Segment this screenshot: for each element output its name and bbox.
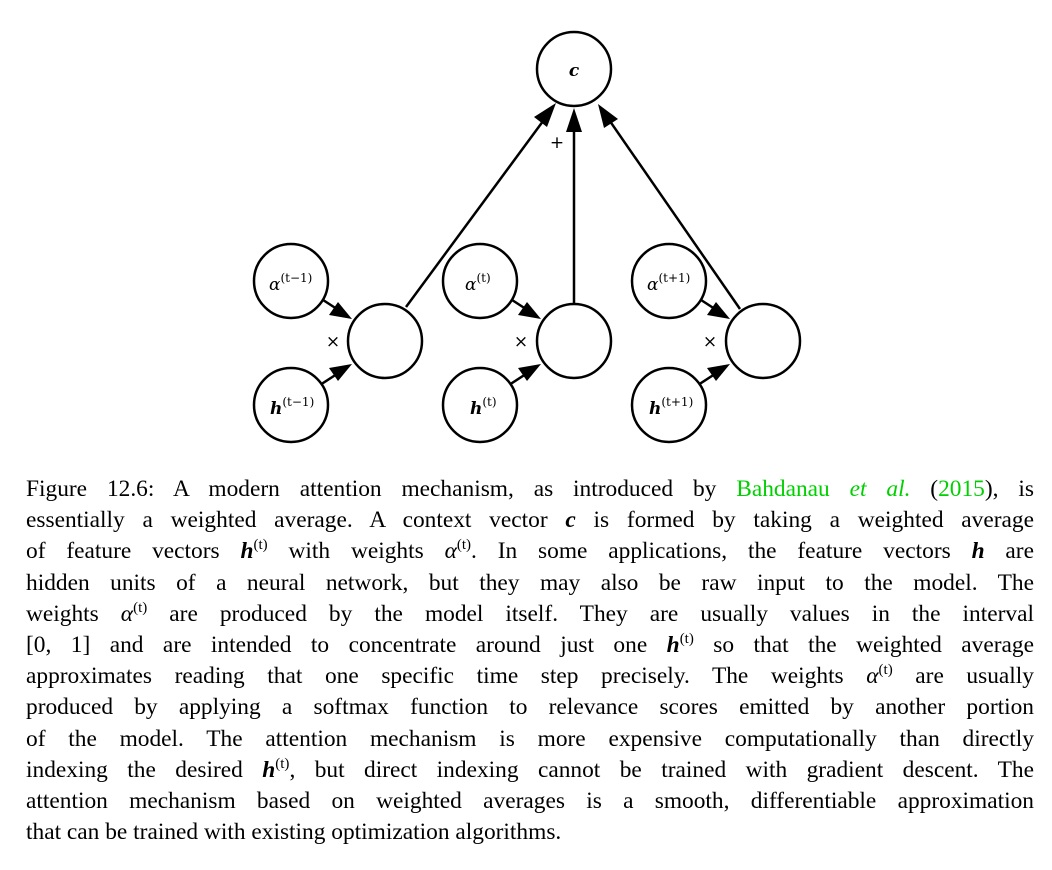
output-node-label: c	[569, 61, 580, 81]
h-label-t-plus-1: h(t+1)	[649, 395, 693, 419]
arrowhead-alpha1-to-prod1	[329, 302, 352, 319]
caption-text: indexing the desired	[26, 756, 263, 783]
h-label-t-minus-1: h(t−1)	[270, 395, 314, 419]
math-vector: h	[240, 538, 254, 565]
arrowhead-prod1-to-c	[534, 103, 556, 127]
arrowhead-alpha2-to-prod2	[518, 302, 541, 319]
mult-label-t-plus-1: ×	[703, 332, 717, 352]
caption-line: essentially a weighted average. A contex…	[26, 505, 1034, 536]
caption-text: (	[910, 476, 939, 502]
h-node-t	[441, 366, 519, 444]
h-node-t-plus-1	[630, 366, 708, 444]
caption-line: indexing the desired h(t), but direct in…	[26, 755, 1034, 786]
math-superscript: (t)	[878, 662, 893, 679]
caption-text: of the model. The attention mechanism is…	[26, 725, 1034, 752]
product-node-t	[535, 302, 613, 380]
math-superscript: (t)	[679, 631, 694, 648]
math-superscript: (t)	[275, 755, 290, 772]
attention-diagram-svg: c + α(t−1) h(t−1) × α(t) h(t) × α(t+1) h…	[252, 30, 802, 444]
caption-line: Figure 12.6: A modern attention mechanis…	[26, 474, 1034, 505]
figure-caption: Figure 12.6: A modern attention mechanis…	[26, 474, 1034, 848]
caption-text: produced by applying a softmax function …	[26, 694, 1034, 721]
arrowhead-prod3-to-c	[598, 104, 618, 128]
sum-label: +	[550, 133, 564, 153]
caption-line: produced by applying a softmax function …	[26, 692, 1034, 723]
alpha-node-t-plus-1	[630, 242, 708, 320]
mult-label-t: ×	[514, 332, 528, 352]
citation-link[interactable]: et al.	[849, 476, 911, 502]
caption-line: attention mechanism based on weighted av…	[26, 786, 1034, 817]
caption-line: of feature vectors h(t) with weights α(t…	[26, 536, 1034, 567]
math-vector: h	[971, 538, 985, 565]
citation-link[interactable]: 2015	[938, 476, 985, 502]
edge-prod3-to-c	[603, 113, 742, 310]
caption-line: that can be trained with existing optimi…	[26, 817, 1034, 848]
alpha-node-t	[441, 242, 519, 320]
math-superscript: (t)	[253, 537, 268, 554]
arrowhead-h1-to-prod1	[329, 364, 352, 381]
caption-line: weights α(t) are produced by the model i…	[26, 599, 1034, 630]
attention-diagram: c + α(t−1) h(t−1) × α(t) h(t) × α(t+1) h…	[252, 30, 802, 444]
caption-text: . In some applications, the feature vect…	[471, 538, 972, 565]
caption-text: [0, 1] and are intended to concentrate a…	[26, 632, 667, 659]
math-vector: h	[262, 756, 276, 783]
math-symbol: α	[120, 600, 134, 627]
caption-text: ), is	[984, 476, 1034, 502]
alpha-label-t-minus-1: α(t−1)	[269, 271, 312, 295]
alpha-label-t-plus-1: α(t+1)	[647, 271, 690, 295]
caption-text: are usually	[892, 663, 1034, 690]
caption-text: so that the weighted average	[693, 632, 1034, 659]
caption-text: approximates reading that one specific t…	[26, 663, 867, 690]
caption-line: [0, 1] and are intended to concentrate a…	[26, 630, 1034, 661]
caption-line: approximates reading that one specific t…	[26, 661, 1034, 692]
caption-text: is formed by taking a weighted average	[575, 507, 1034, 534]
caption-text: essentially a weighted average. A contex…	[26, 507, 566, 534]
alpha-label-t: α(t)	[465, 271, 491, 295]
arrowhead-alpha3-to-prod3	[707, 302, 730, 319]
mult-label-t-minus-1: ×	[326, 332, 340, 352]
caption-text: are	[984, 538, 1034, 565]
output-node-c	[535, 30, 613, 108]
product-node-t-plus-1	[724, 302, 802, 380]
citation-link[interactable]: Bahdanau	[736, 476, 850, 502]
caption-line: hidden units of a neural network, but th…	[26, 568, 1034, 599]
caption-line: of the model. The attention mechanism is…	[26, 724, 1034, 755]
math-symbol: α	[444, 538, 457, 565]
arrowhead-prod2-to-c	[566, 108, 582, 132]
caption-text: are produced by the model itself. They a…	[147, 600, 1034, 627]
caption-text: , but direct indexing cannot be trained …	[289, 756, 1034, 783]
math-vector: h	[666, 632, 680, 659]
math-superscript: (t)	[133, 599, 148, 616]
math-symbol: α	[866, 663, 879, 690]
caption-text: with weights	[267, 538, 445, 565]
caption-text: of feature vectors	[26, 538, 241, 565]
caption-text: weights	[26, 600, 121, 627]
caption-text: that can be trained with existing optimi…	[26, 819, 562, 846]
caption-text: hidden units of a neural network, but th…	[26, 569, 1034, 596]
edge-prod1-to-c	[404, 112, 551, 308]
product-node-t-minus-1	[346, 302, 424, 380]
h-node-t-minus-1	[252, 366, 330, 444]
h-label-t: h(t)	[470, 395, 497, 419]
arrowhead-h3-to-prod3	[707, 364, 730, 381]
arrowhead-h2-to-prod2	[518, 364, 541, 381]
caption-text: Figure 12.6: A modern attention mechanis…	[26, 476, 737, 502]
alpha-node-t-minus-1	[252, 242, 330, 320]
math-superscript: (t)	[456, 537, 472, 554]
caption-text: attention mechanism based on weighted av…	[26, 788, 1034, 815]
math-vector: c	[565, 507, 576, 534]
